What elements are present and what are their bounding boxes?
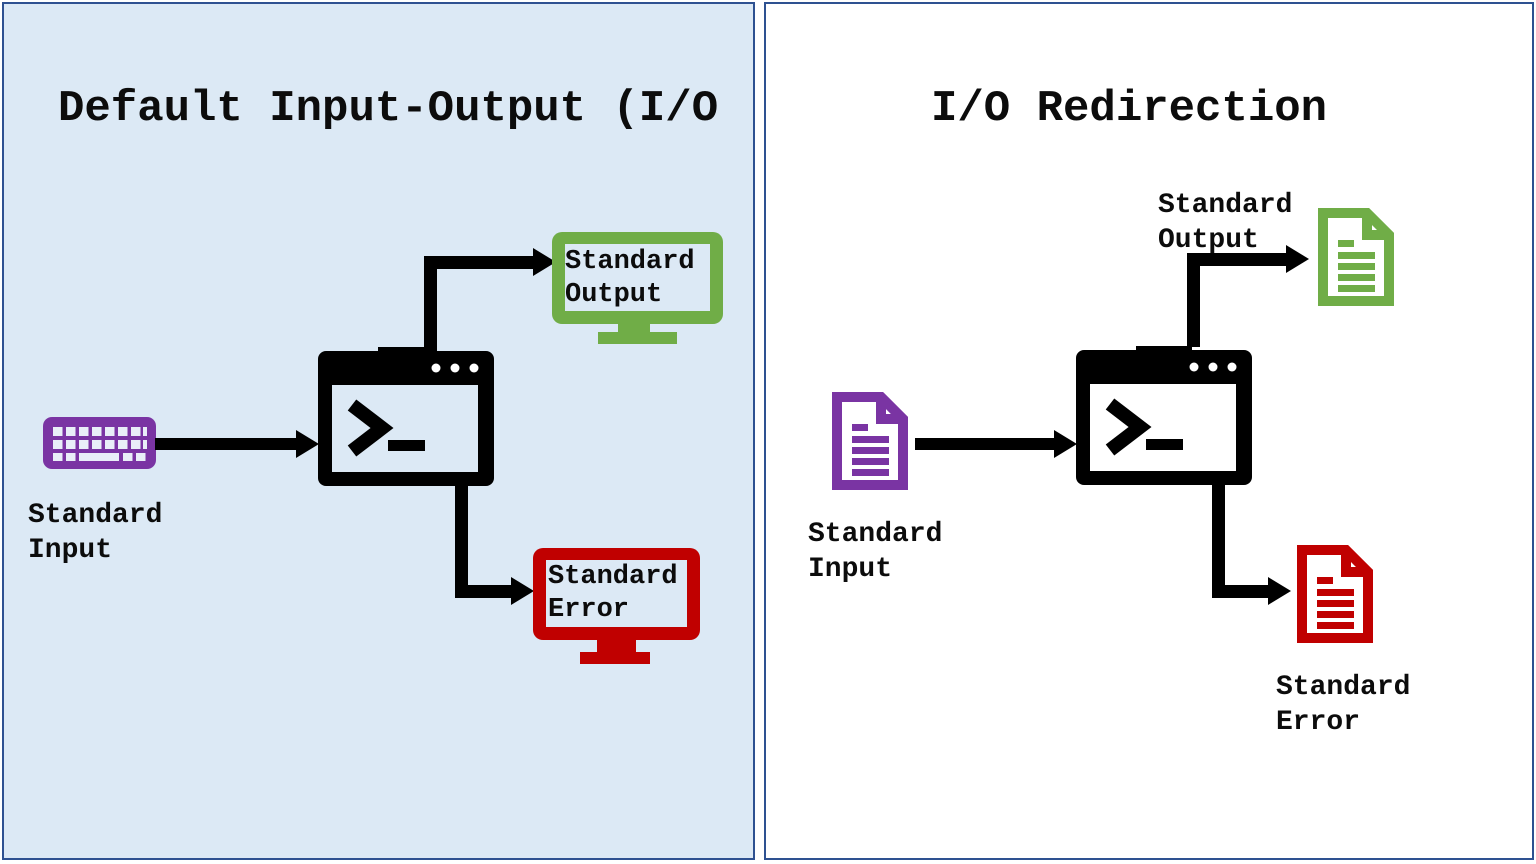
- output-arrow-hline-right: [1187, 253, 1287, 266]
- input-arrow-head-left: [296, 430, 319, 458]
- default-io-title: Default Input-Output (I/O: [58, 84, 719, 134]
- error-arrow-head-left: [511, 577, 534, 605]
- output-arrow-head-left: [533, 248, 556, 276]
- standard-error-label-right: Standard Error: [1276, 672, 1411, 738]
- error-arrow-vline-left: [455, 484, 468, 586]
- output-arrow-head-right: [1286, 245, 1309, 273]
- error-arrow-hline-left: [455, 585, 512, 598]
- output-arrow-hline-left: [424, 256, 534, 269]
- standard-input-label-right: Standard Input: [808, 519, 943, 585]
- output-arrow-vline-left: [424, 258, 437, 351]
- document-icon-input: [832, 392, 908, 490]
- standard-output-label-left: Standard Output: [565, 247, 695, 310]
- input-arrow-line-left: [155, 438, 297, 450]
- keyboard-icon: [43, 417, 156, 469]
- error-arrow-head-right: [1268, 577, 1291, 605]
- standard-input-label-left: Standard Input: [28, 500, 163, 566]
- io-redirection-title: I/O Redirection: [931, 84, 1328, 134]
- document-icon-output: [1318, 208, 1394, 306]
- terminal-window-icon-right: [1076, 346, 1252, 485]
- monitor-icon-error: [533, 548, 700, 664]
- error-arrow-vline-right: [1212, 484, 1225, 591]
- document-icon-error: [1297, 545, 1373, 643]
- monitor-icon-output: [552, 232, 723, 344]
- standard-error-label-left: Standard Error: [548, 562, 678, 625]
- output-arrow-vline-right: [1187, 255, 1200, 347]
- terminal-window-icon-left: [318, 347, 494, 486]
- input-arrow-head-right: [1054, 430, 1077, 458]
- standard-output-label-right: Standard Output: [1158, 190, 1293, 256]
- input-arrow-line-right: [915, 438, 1055, 450]
- error-arrow-hline-right: [1212, 585, 1269, 598]
